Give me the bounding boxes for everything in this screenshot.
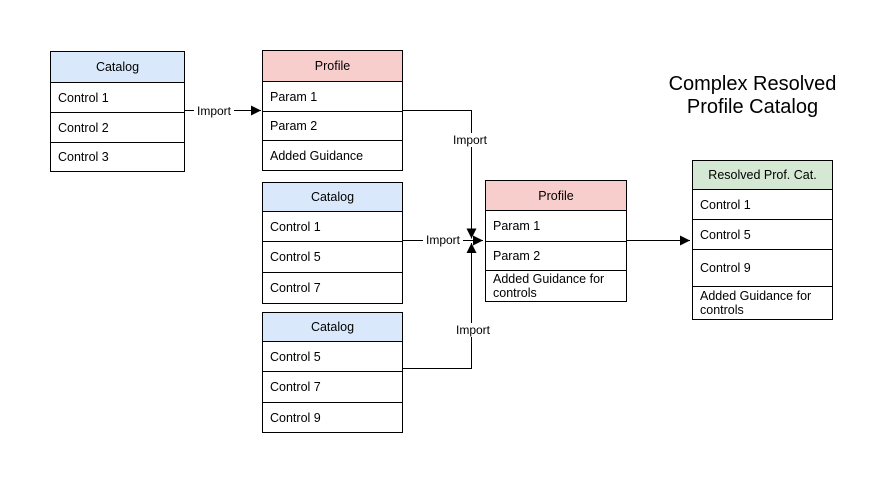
table-row: Control 7 [263,272,402,303]
catalog-table-1: Catalog Control 1 Control 2 Control 3 [50,51,185,172]
table-row: Control 3 [51,142,184,171]
table-row: Control 7 [263,371,402,402]
table-header: Catalog [263,183,402,211]
table-row: Param 1 [486,210,626,241]
table-row: Control 2 [51,112,184,142]
table-row: Control 9 [263,402,402,432]
table-header: Profile [263,51,402,81]
import-label: Import [422,233,464,247]
profile-table-1: Profile Param 1 Param 2 Added Guidance [262,50,403,171]
import-label: Import [193,104,235,118]
table-header: Resolved Prof. Cat. [693,161,832,189]
connector-catalog3-to-profile2 [403,243,477,369]
table-row: Control 5 [263,341,402,371]
diagram-title: Complex Resolved Profile Catalog [668,73,837,118]
table-row: Param 2 [263,111,402,140]
table-row: Control 1 [263,211,402,241]
connector-profile1-to-profile2 [403,110,477,239]
resolved-profile-catalog-table: Resolved Prof. Cat. Control 1 Control 5 … [692,160,833,320]
profile-table-2: Profile Param 1 Param 2 Added Guidance f… [485,180,627,302]
table-row: Control 1 [693,189,832,219]
table-row: Param 2 [486,241,626,270]
table-row: Control 5 [263,241,402,272]
table-header: Catalog [263,313,402,341]
import-label: Import [449,133,491,147]
table-header: Catalog [51,52,184,82]
import-label: Import [452,323,494,337]
table-row: Control 5 [693,219,832,249]
table-row: Param 1 [263,81,402,111]
table-row: Control 9 [693,249,832,286]
catalog-table-2: Catalog Control 1 Control 5 Control 7 [262,182,403,304]
table-row: Added Guidance for controls [486,270,626,301]
catalog-table-3: Catalog Control 5 Control 7 Control 9 [262,312,403,433]
table-row: Added Guidance for controls [693,286,832,319]
table-row: Control 1 [51,82,184,112]
table-header: Profile [486,181,626,210]
table-row: Added Guidance [263,140,402,170]
